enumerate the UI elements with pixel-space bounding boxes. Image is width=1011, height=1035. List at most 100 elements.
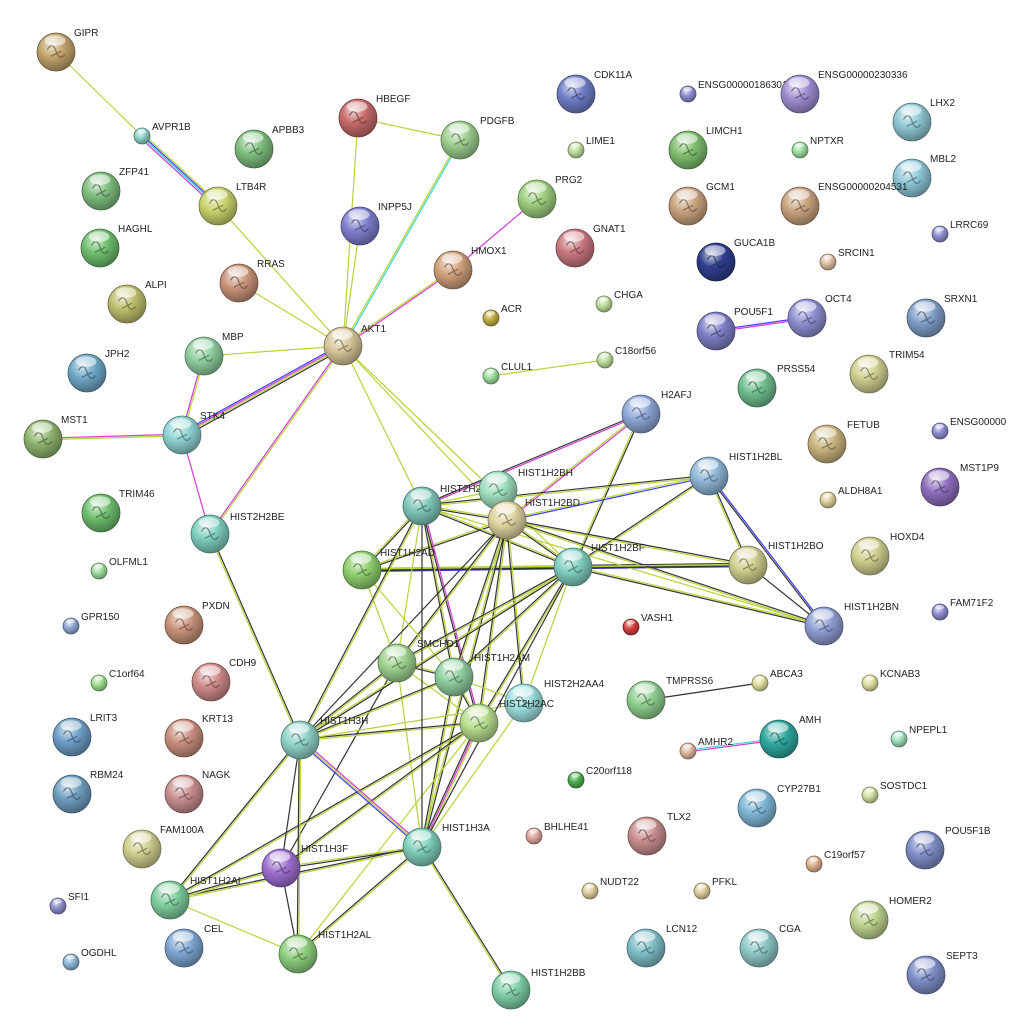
node-ensg00000204531[interactable]: ENSG00000204531 — [780, 182, 908, 226]
node-nagk[interactable]: NAGK — [164, 770, 231, 814]
node-fetub[interactable]: FETUB — [807, 420, 880, 464]
node-inpp5j[interactable]: INPP5J — [340, 202, 412, 246]
node-mbp[interactable]: MBP — [184, 332, 244, 376]
node-rbm24[interactable]: RBM24 — [52, 770, 124, 814]
node-hist1h2bl[interactable]: HIST1H2BL — [689, 452, 783, 496]
node-cyp27b1[interactable]: CYP27B1 — [737, 784, 821, 828]
node-avpr1b[interactable]: AVPR1B — [133, 122, 191, 145]
node-tlx2[interactable]: TLX2 — [627, 812, 691, 856]
node-fam100a[interactable]: FAM100A — [122, 825, 204, 869]
node-clul1[interactable]: CLUL1 — [482, 362, 533, 385]
node-npepl1[interactable]: NPEPL1 — [890, 725, 948, 748]
node-akt1[interactable]: AKT1 — [323, 324, 386, 366]
node-c19orf57[interactable]: C19orf57 — [805, 850, 866, 873]
node-hist1h3f[interactable]: HIST1H3F — [261, 844, 348, 888]
node-sfi1[interactable]: SFI1 — [49, 892, 90, 915]
node-lcn12[interactable]: LCN12 — [626, 924, 698, 968]
node-jph2[interactable]: JPH2 — [67, 349, 130, 393]
node-chga[interactable]: CHGA — [595, 290, 643, 313]
node-haghl[interactable]: HAGHL — [80, 224, 153, 268]
node-h2afj[interactable]: H2AFJ — [621, 390, 692, 434]
node-c18orf56[interactable]: C18orf56 — [596, 346, 657, 369]
node-hist1h2am[interactable]: HIST1H2AM — [434, 653, 530, 697]
node-pou5f1b[interactable]: POU5F1B — [905, 826, 991, 870]
node-amh[interactable]: AMH — [759, 715, 821, 759]
node-krt13[interactable]: KRT13 — [164, 714, 233, 758]
node-hist1h2bf[interactable]: HIST1H2BF — [553, 543, 645, 587]
node-mbl2[interactable]: MBL2 — [892, 154, 957, 198]
node-lhx2[interactable]: LHX2 — [892, 98, 955, 142]
node-sostdc1[interactable]: SOSTDC1 — [861, 781, 928, 804]
node-pou5f1[interactable]: POU5F1 — [696, 307, 773, 351]
node-amhr2[interactable]: AMHR2 — [679, 737, 733, 760]
node-ensg00000186301[interactable]: ENSG00000186301 — [679, 80, 788, 103]
node-hist1h2al[interactable]: HIST1H2AL — [278, 930, 372, 974]
node-kcnab3[interactable]: KCNAB3 — [861, 669, 920, 692]
node-c1orf64[interactable]: C1orf64 — [90, 669, 145, 692]
node-sept3[interactable]: SEPT3 — [906, 951, 978, 995]
node-hbegf[interactable]: HBEGF — [338, 94, 410, 138]
node-acr[interactable]: ACR — [482, 304, 522, 327]
node-hist2h2bf[interactable]: HIST2H2BF — [402, 484, 494, 526]
node-ogdhl[interactable]: OGDHL — [62, 948, 117, 971]
node-trim46[interactable]: TRIM46 — [81, 489, 155, 533]
node-stk4[interactable]: STK4 — [162, 411, 225, 455]
node-rras[interactable]: RRAS — [219, 259, 285, 303]
node-hmox1[interactable]: HMOX1 — [433, 246, 507, 290]
node-mst1p9[interactable]: MST1P9 — [920, 463, 999, 507]
node-hist1h2bn[interactable]: HIST1H2BN — [804, 602, 899, 646]
node-pdgfb[interactable]: PDGFB — [440, 116, 515, 160]
node-hist2h2ac[interactable]: HIST2H2AC — [459, 699, 554, 743]
node-prg2[interactable]: PRG2 — [517, 175, 583, 219]
node-srcin1[interactable]: SRCIN1 — [819, 248, 875, 271]
node-hist1h2bo[interactable]: HIST1H2BO — [728, 541, 824, 585]
node-vash1[interactable]: VASH1 — [622, 613, 673, 636]
node-smchd1[interactable]: SMCHD1 — [377, 639, 460, 683]
node-lrrc69[interactable]: LRRC69 — [931, 220, 989, 243]
node-hist2h2aa4[interactable]: HIST2H2AA4 — [504, 679, 604, 723]
node-hist1h3h[interactable]: HIST1H3H — [280, 716, 368, 760]
node-gnat1[interactable]: GNAT1 — [555, 224, 626, 268]
node-srxn1[interactable]: SRXN1 — [906, 294, 978, 338]
node-ensg00000[interactable]: ENSG00000 — [931, 417, 1007, 440]
node-lime1[interactable]: LIME1 — [567, 136, 615, 159]
node-trim54[interactable]: TRIM54 — [849, 350, 925, 394]
node-pxdn[interactable]: PXDN — [164, 601, 230, 645]
node-hist1h2bd[interactable]: HIST1H2BD — [487, 498, 580, 540]
node-olfml1[interactable]: OLFML1 — [90, 557, 148, 580]
node-cdk11a[interactable]: CDK11A — [556, 70, 632, 114]
node-aldh8a1[interactable]: ALDH8A1 — [819, 486, 883, 509]
node-limch1[interactable]: LIMCH1 — [668, 126, 743, 170]
node-abca3[interactable]: ABCA3 — [751, 669, 803, 692]
node-pfkl[interactable]: PFKL — [693, 877, 737, 900]
node-mst1[interactable]: MST1 — [23, 415, 88, 459]
node-lrit3[interactable]: LRIT3 — [52, 713, 118, 757]
node-nudt22[interactable]: NUDT22 — [581, 877, 639, 900]
node-gipr[interactable]: GIPR — [36, 28, 98, 72]
node-hist1h3a[interactable]: HIST1H3A — [402, 823, 490, 867]
node-hist1h2ad[interactable]: HIST1H2AD — [342, 548, 435, 590]
node-gpr150[interactable]: GPR150 — [62, 612, 120, 635]
node-hoxd4[interactable]: HOXD4 — [850, 532, 925, 576]
node-zfp41[interactable]: ZFP41 — [81, 167, 149, 211]
node-cdh9[interactable]: CDH9 — [191, 658, 257, 702]
node-homer2[interactable]: HOMER2 — [849, 896, 932, 940]
node-hist1h2bb[interactable]: HIST1H2BB — [491, 968, 586, 1010]
node-bhlhe41[interactable]: BHLHE41 — [525, 822, 589, 845]
node-ensg00000230336[interactable]: ENSG00000230336 — [780, 70, 908, 114]
node-hist2h2be[interactable]: HIST2H2BE — [190, 512, 285, 554]
node-guca1b[interactable]: GUCA1B — [696, 238, 775, 282]
node-cga[interactable]: CGA — [739, 924, 801, 968]
node-nptxr[interactable]: NPTXR — [791, 136, 844, 159]
node-hist1h2ai[interactable]: HIST1H2AI — [150, 876, 241, 920]
node-cel[interactable]: CEL — [164, 924, 224, 968]
node-gcm1[interactable]: GCM1 — [668, 182, 735, 226]
node-hist1h2bh[interactable]: HIST1H2BH — [478, 468, 573, 510]
node-oct4[interactable]: OCT4 — [787, 294, 852, 338]
node-fam71f2[interactable]: FAM71F2 — [931, 598, 994, 621]
node-alpi[interactable]: ALPI — [107, 280, 167, 324]
node-apbb3[interactable]: APBB3 — [234, 125, 305, 169]
node-c20orf118[interactable]: C20orf118 — [567, 766, 632, 789]
node-prss54[interactable]: PRSS54 — [737, 364, 816, 408]
node-ltb4r[interactable]: LTB4R — [198, 182, 266, 226]
